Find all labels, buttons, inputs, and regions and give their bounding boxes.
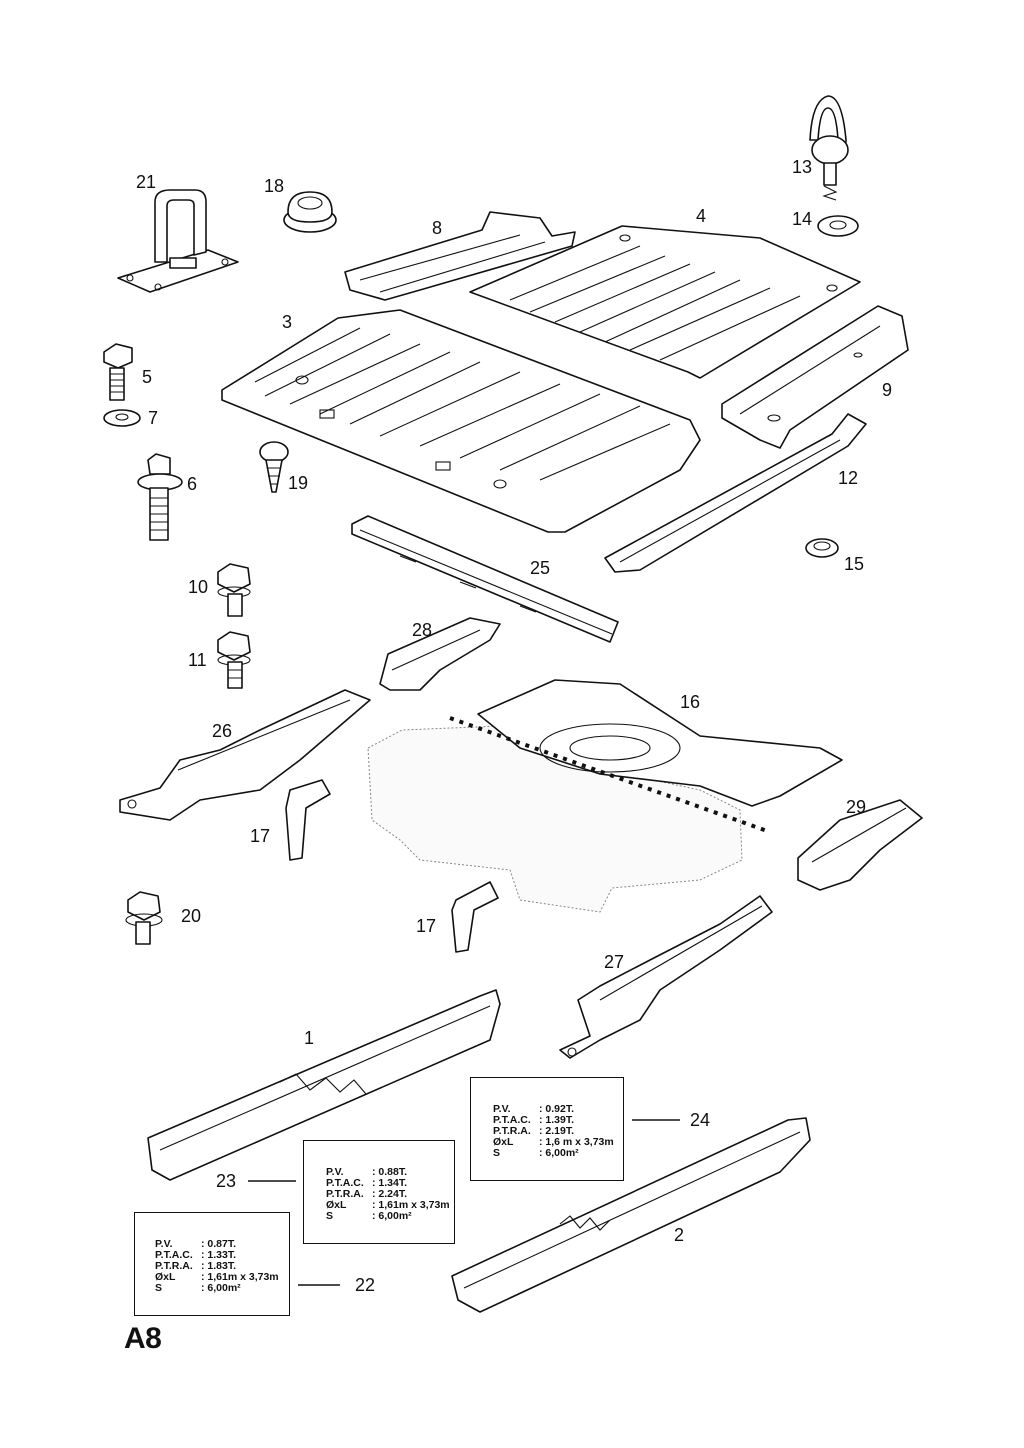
plate-22-value: : 1.33T. (201, 1249, 237, 1261)
plate-24-value: : 1.39T. (539, 1114, 575, 1126)
plate-23-key: P.T.R.A. (326, 1188, 364, 1200)
plate-24-key: P.V. (493, 1103, 511, 1115)
plate-23-value: : 1,61m x 3,73m (372, 1199, 450, 1211)
callout-10: 10 (188, 577, 208, 597)
plate-23-key: ØxL (326, 1199, 347, 1211)
callout-16: 16 (680, 692, 700, 712)
plate-24-key: P.T.A.C. (493, 1114, 531, 1126)
part-29-bracket (797, 799, 923, 891)
callout-21: 21 (136, 172, 156, 192)
part-8-rail (344, 211, 576, 301)
callout-5: 5 (142, 367, 152, 387)
part-3-floor-panel (221, 309, 701, 533)
part-15-plug (805, 538, 839, 558)
plate-22-key: S (155, 1282, 163, 1294)
part-17-clip-a (285, 779, 331, 861)
part-28-bracket (379, 617, 501, 691)
plate-24-value: : 0.92T. (539, 1103, 575, 1115)
spec-plate-23: P.V. : 0.88T. P.T.A.C. : 1.34T. P.T.R.A. : … (303, 1140, 455, 1244)
callout-14: 14 (792, 209, 812, 229)
plate-22-key: P.V. (155, 1238, 173, 1250)
plate-22-value: : 0.87T. (201, 1238, 237, 1250)
callout-6: 6 (187, 474, 197, 494)
plate-22-value: : 1.83T. (201, 1260, 237, 1272)
spec-plate-22: P.V. : 0.87T. P.T.A.C. : 1.33T. P.T.R.A. : … (134, 1212, 290, 1316)
plate-23-value: : 2.24T. (372, 1188, 408, 1200)
plate-23-value: : 0.88T. (372, 1166, 408, 1178)
callout-19: 19 (288, 473, 308, 493)
callout-24: 24 (690, 1110, 710, 1130)
callout-18: 18 (264, 176, 284, 196)
callout-28: 28 (412, 620, 432, 640)
callout-11: 11 (188, 650, 207, 670)
plate-22-key: P.T.R.A. (155, 1260, 193, 1272)
part-5-bolt (103, 343, 133, 401)
part-26-member (119, 689, 371, 821)
callout-20: 20 (181, 906, 201, 926)
plate-24-value: : 2.19T. (539, 1125, 575, 1137)
callout-23: 23 (216, 1171, 236, 1191)
part-4-floor-panel (469, 225, 861, 379)
part-27-member (559, 895, 773, 1059)
callout-7: 7 (148, 408, 158, 428)
plate-24-value: : 6,00m² (539, 1147, 579, 1159)
part-6-stud (137, 453, 183, 541)
plate-23-key: P.T.A.C. (326, 1177, 364, 1189)
callout-15: 15 (844, 554, 864, 574)
part-19-screw (259, 441, 289, 493)
plate-23-key: P.V. (326, 1166, 344, 1178)
part-10-bolt (217, 563, 251, 617)
part-18-grommet (283, 191, 337, 233)
part-1-sill (147, 989, 501, 1181)
page-label: A8 (124, 1322, 162, 1355)
part-25-cross-beam (351, 515, 619, 643)
part-7-washer (103, 409, 141, 427)
callout-9: 9 (882, 380, 892, 400)
part-21-tie-down-bracket (117, 189, 239, 293)
plate-23-value: : 6,00m² (372, 1210, 412, 1222)
callout-3: 3 (282, 312, 292, 332)
spec-plate-24: P.V. : 0.92T. P.T.A.C. : 1.39T. P.T.R.A. : … (470, 1077, 624, 1181)
plate-22-value: : 1,61m x 3,73m (201, 1271, 279, 1283)
plate-24-key: P.T.R.A. (493, 1125, 531, 1137)
callout-17a: 17 (250, 826, 270, 846)
plate-23-key: S (326, 1210, 334, 1222)
callout-26: 26 (212, 721, 232, 741)
plate-22-key: P.T.A.C. (155, 1249, 193, 1261)
callout-1: 1 (304, 1028, 314, 1048)
callout-13: 13 (792, 157, 812, 177)
plate-24-value: : 1,6 m x 3,73m (539, 1136, 614, 1148)
callout-8: 8 (432, 218, 442, 238)
callout-27: 27 (604, 952, 624, 972)
callout-4: 4 (696, 206, 706, 226)
callout-12: 12 (838, 468, 858, 488)
callout-2: 2 (674, 1225, 684, 1245)
part-14-washer (817, 215, 859, 237)
plate-24-key: ØxL (493, 1136, 514, 1148)
plate-22-key: ØxL (155, 1271, 176, 1283)
callout-25: 25 (530, 558, 550, 578)
part-2-sill (451, 1117, 811, 1313)
part-11-bolt (217, 631, 251, 689)
callout-17b: 17 (416, 916, 436, 936)
part-9-cross-member (721, 305, 909, 449)
part-13-ring-pin (809, 95, 849, 201)
plate-22-value: : 6,00m² (201, 1282, 241, 1294)
part-20-bolt (125, 891, 163, 945)
part-12-rail (604, 413, 867, 573)
part-17-clip-b (451, 881, 499, 953)
leader-lines (248, 1119, 680, 1286)
callout-22: 22 (355, 1275, 375, 1295)
part-16-floor-pan (367, 679, 843, 913)
plate-23-value: : 1.34T. (372, 1177, 408, 1189)
plate-24-key: S (493, 1147, 501, 1159)
callout-29: 29 (846, 797, 866, 817)
